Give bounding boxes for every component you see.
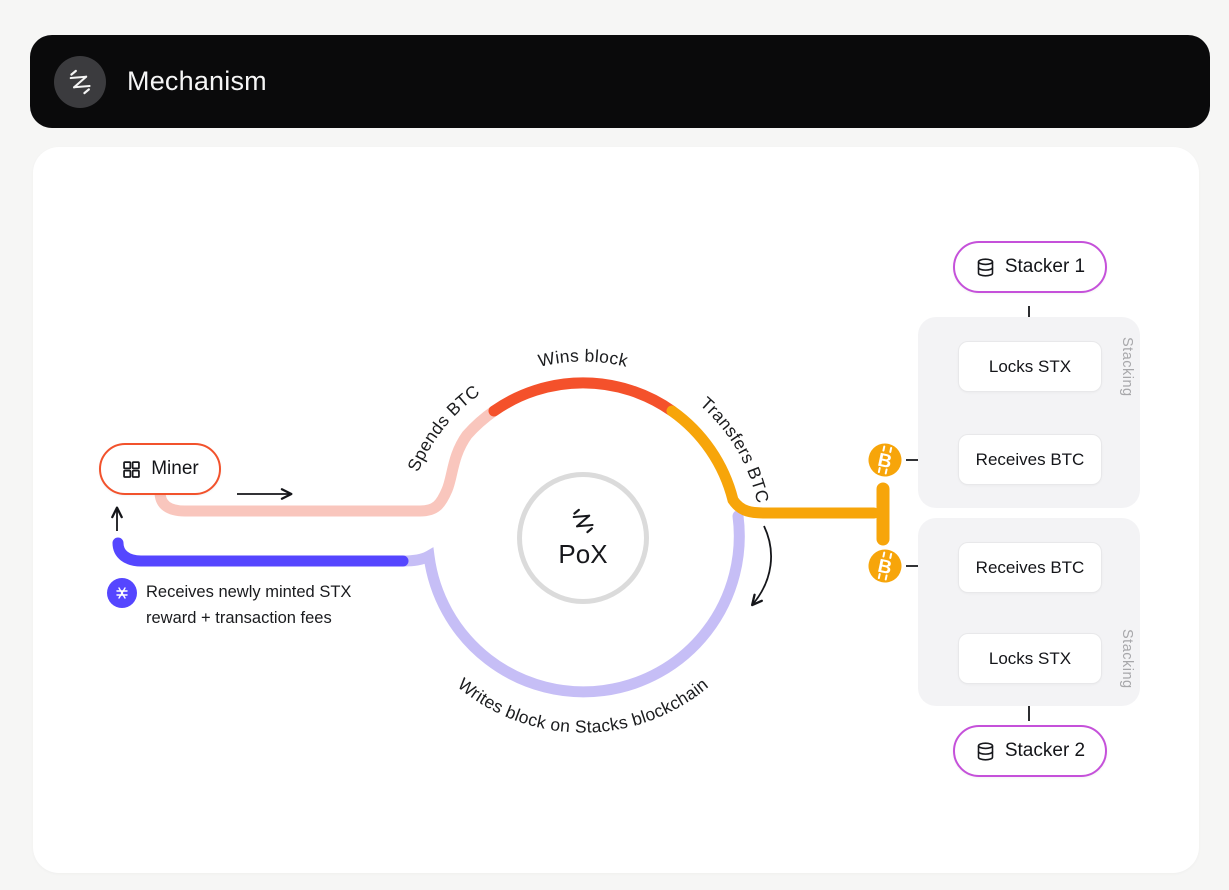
bitcoin-icon: B	[868, 549, 902, 583]
stacking-side-label: Stacking	[1119, 336, 1135, 397]
grid-icon	[123, 460, 141, 478]
stacking-panel-1: Locks STX Receives BTC Stacking	[918, 317, 1140, 508]
stacker2-label: Stacker 2	[1004, 740, 1086, 761]
wins-block-arc	[488, 377, 678, 417]
stacking-panel-2: Receives BTC Locks STX Stacking	[918, 518, 1140, 706]
stacker1-label: Stacker 1	[1004, 256, 1086, 277]
miner-reward-note-line2: reward + transaction fees	[146, 608, 332, 627]
database-icon	[977, 257, 994, 277]
locks-stx-box: Locks STX	[958, 633, 1102, 684]
locks-stx-box: Locks STX	[958, 341, 1102, 392]
stacker2-node: Stacker 2	[953, 725, 1107, 777]
database-icon	[977, 741, 994, 761]
bitcoin-icon: B	[868, 443, 902, 477]
stx-reward-flow	[112, 537, 409, 567]
transfers-btc-flow	[666, 405, 880, 519]
spends-btc-flow	[154, 405, 500, 517]
miner-reward-note-line1: Receives newly minted STX	[146, 583, 352, 601]
receives-btc-box: Receives BTC	[958, 434, 1102, 485]
stacks-logo-icon	[572, 508, 594, 534]
stacking-side-label: Stacking	[1119, 628, 1135, 689]
miner-reward-note: Receives newly minted STX reward + trans…	[146, 580, 351, 631]
stacker1-node: Stacker 1	[953, 241, 1107, 293]
writes-block-label: Writes block on Stacks blockchain	[454, 674, 712, 737]
writes-block-arc	[397, 510, 745, 698]
receives-btc-box: Receives BTC	[958, 542, 1102, 593]
miner-label: Miner	[151, 458, 199, 479]
pox-node: PoX	[517, 472, 649, 604]
stx-token-icon	[107, 578, 137, 608]
arrow-cycle-direction	[750, 525, 772, 607]
page-title: Mechanism	[127, 66, 267, 96]
pox-label: PoX	[558, 539, 608, 569]
wins-block-label: Wins block	[536, 345, 630, 370]
titlebar: Mechanism	[30, 35, 1210, 128]
stacks-logo-icon	[54, 55, 106, 108]
miner-node: Miner	[99, 443, 221, 495]
